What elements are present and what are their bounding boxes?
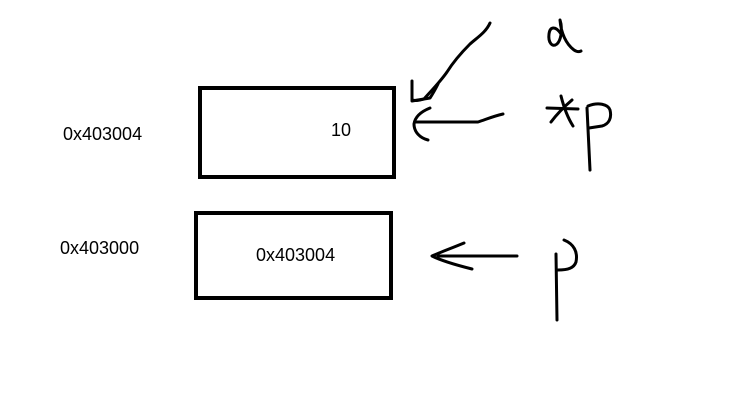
handwritten-letter-p-top xyxy=(585,102,613,172)
memory-cell-top xyxy=(198,86,396,179)
memory-cell-bottom-value: 0x403004 xyxy=(256,245,336,265)
arrow-from-a xyxy=(410,21,492,103)
handwritten-letter-a xyxy=(547,18,583,54)
memory-cell-top-value: 10 xyxy=(331,120,352,140)
memory-cell-bottom xyxy=(194,211,393,300)
arrow-from-p xyxy=(430,241,519,271)
handwritten-letter-p-bottom xyxy=(554,238,578,322)
arrow-from-star-p xyxy=(412,106,505,142)
address-label-bottom: 0x403000 xyxy=(60,238,140,258)
address-label-top: 0x403004 xyxy=(63,124,143,144)
handwritten-star xyxy=(545,94,580,128)
